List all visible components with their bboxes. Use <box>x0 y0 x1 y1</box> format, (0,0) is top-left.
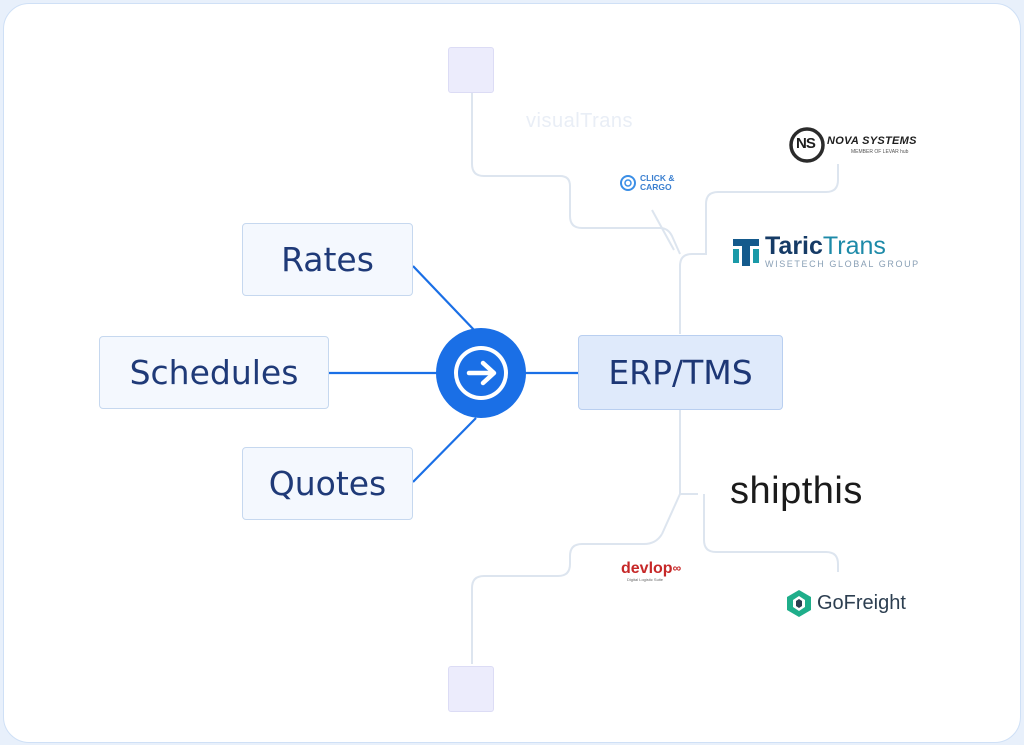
devlop-logo: devlop∞ Digital Logistic Suite <box>621 560 682 582</box>
quotes-label: Quotes <box>268 464 387 503</box>
connector-bottom-square <box>471 533 663 664</box>
connector-quotes <box>412 417 477 483</box>
connector-clickcargo <box>651 209 675 251</box>
gofreight-mark-icon <box>787 590 811 617</box>
novasystems-logo: NS NOVA SYSTEMS MEMBER OF LEVAR hub <box>788 126 917 164</box>
diagram-card: Rates Schedules Quotes ERP/TMS visualTra… <box>3 3 1021 743</box>
visualtrans-logo: visualTrans <box>526 110 634 132</box>
infinity-icon: ∞ <box>672 561 682 575</box>
novasystems-mark-icon <box>789 127 825 163</box>
rates-label: Rates <box>281 240 374 279</box>
connector-devlop <box>661 493 681 535</box>
connector-visualtrans <box>471 92 681 255</box>
tarictrans-logo: TaricTrans WISETECH GLOBAL GROUP <box>733 233 920 269</box>
connector-lower-main <box>679 406 698 495</box>
clickcargo-mark-icon <box>620 175 636 191</box>
erp-tms-box: ERP/TMS <box>578 335 783 410</box>
bottom-placeholder-square <box>448 666 494 712</box>
connector-lines <box>329 92 839 664</box>
clickcargo-logo: CLICK & CARGO <box>619 174 674 192</box>
connector-rates <box>412 265 477 333</box>
rates-box: Rates <box>242 223 413 296</box>
gofreight-logo: GoFreight <box>785 588 906 618</box>
hub-node <box>436 328 526 418</box>
tarictrans-mark-icon <box>733 239 759 266</box>
quotes-box: Quotes <box>242 447 413 520</box>
shipthis-logo: shipthis <box>730 470 863 512</box>
arrow-right-icon <box>466 360 497 386</box>
connector-gofreight <box>703 494 839 572</box>
erp-tms-label: ERP/TMS <box>608 353 753 392</box>
connector-nova <box>679 164 839 334</box>
top-placeholder-square <box>448 47 494 93</box>
schedules-box: Schedules <box>99 336 329 409</box>
schedules-label: Schedules <box>129 353 299 392</box>
